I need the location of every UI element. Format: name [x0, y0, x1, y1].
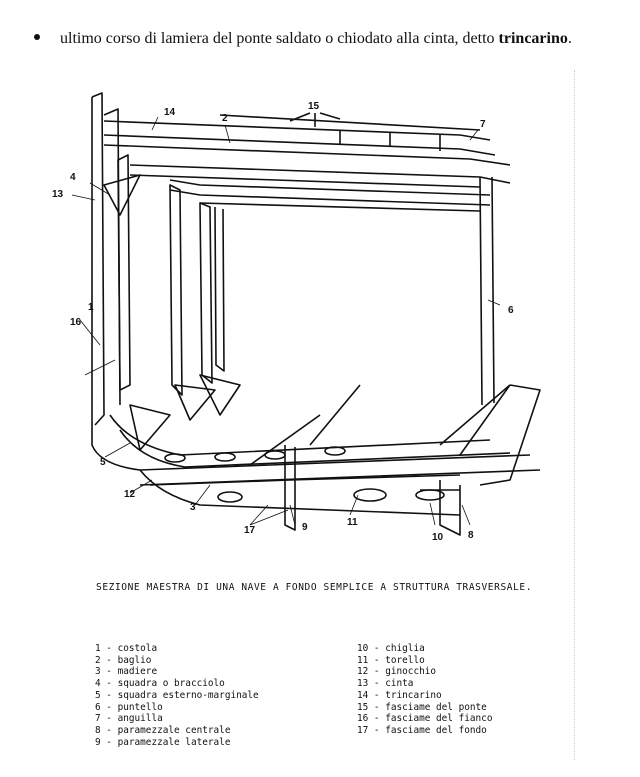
scan-edge-divider [574, 70, 575, 760]
legend-item: 14 - trincarino [357, 689, 442, 701]
label-3: 3 [190, 502, 196, 513]
bullet-paragraph: ultimo corso di lamiera del ponte saldat… [34, 30, 572, 48]
label-4: 4 [70, 172, 76, 183]
label-15: 15 [308, 101, 320, 112]
label-14: 14 [164, 107, 176, 118]
label-5: 5 [100, 457, 106, 468]
legend-item: 15 - fasciame del ponte [357, 701, 487, 713]
ship-section-diagram: 1 2 3 4 5 6 7 8 9 10 11 12 13 14 15 16 1… [52, 92, 541, 543]
legend-item: 4 - squadra o bracciolo [95, 678, 225, 690]
legend-item: 5 - squadra esterno-marginale [95, 689, 259, 701]
legend-item: 1 - costola [95, 643, 158, 654]
legend-item: 9 - paramezzale laterale [95, 736, 231, 748]
legend-item: 11 - torello [357, 654, 425, 666]
legend-item: 17 - fasciame del fondo [357, 724, 487, 736]
label-11: 11 [347, 517, 358, 528]
label-17: 17 [244, 525, 256, 536]
bullet-end: . [567, 30, 572, 47]
figure-caption: SEZIONE MAESTRA DI UNA NAVE A FONDO SEMP… [96, 582, 533, 593]
label-12: 12 [124, 489, 136, 500]
bullet-bold-term: trincarino [498, 30, 568, 47]
label-2: 2 [222, 113, 228, 124]
label-8: 8 [468, 530, 474, 541]
label-7: 7 [480, 119, 486, 130]
label-13: 13 [52, 189, 64, 200]
label-1: 1 [88, 302, 94, 313]
legend-item: 16 - fasciame del fianco [357, 713, 493, 725]
legend-item: 8 - paramezzale centrale [95, 724, 231, 736]
legend-item: 2 - baglio [95, 654, 152, 666]
legend-right: 10 - chiglia 11 - torello 12 - ginocchio… [357, 643, 492, 737]
label-10: 10 [432, 532, 444, 543]
label-9: 9 [302, 522, 308, 533]
label-6: 6 [508, 305, 514, 316]
legend-item: 3 - madiere [95, 666, 158, 678]
legend-item: 10 - chiglia [357, 643, 425, 654]
legend-item: 12 - ginocchio [357, 666, 437, 678]
label-16: 16 [70, 317, 82, 328]
legend-item: 7 - anguilla [95, 713, 163, 725]
bullet-text: ultimo corso di lamiera del ponte saldat… [60, 30, 499, 47]
bullet-icon [34, 34, 40, 41]
legend-item: 6 - puntello [95, 701, 163, 713]
legend-left: 1 - costola 2 - baglio 3 - madiere 4 - s… [95, 643, 259, 748]
legend-item: 13 - cinta [357, 678, 414, 690]
